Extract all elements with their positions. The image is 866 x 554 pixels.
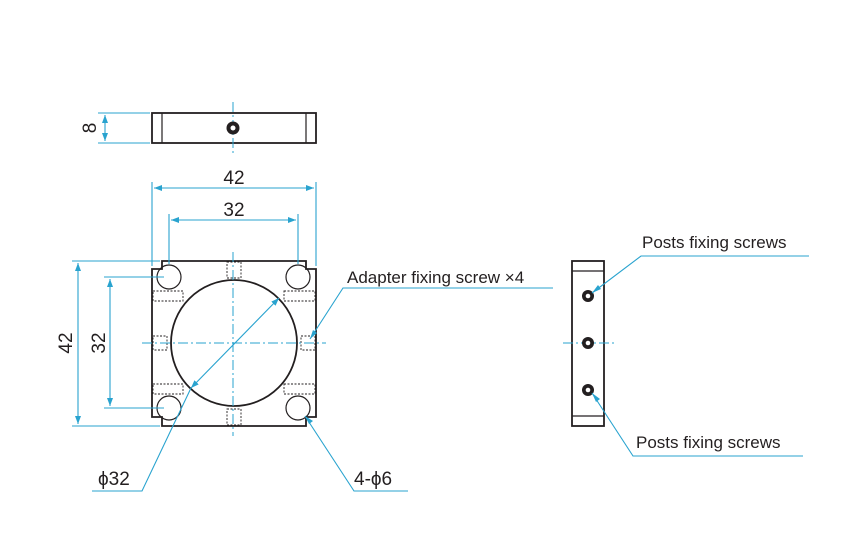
hidden-screw-bores bbox=[152, 261, 316, 426]
adapter-screw-leader bbox=[309, 287, 553, 340]
front-view: 42 32 42 32 ϕ32 4-ϕ6 Adapter fixing scre… bbox=[56, 168, 553, 492]
posts-screws-bottom-leader bbox=[591, 392, 803, 457]
width-dimension-label: 42 bbox=[223, 168, 244, 189]
hole-pitch-x-dimension-label: 32 bbox=[223, 200, 244, 221]
side-view: Posts fixing screws Posts fixing screws bbox=[563, 233, 809, 457]
top-view-screw bbox=[226, 121, 240, 135]
adapter-screw-label: Adapter fixing screw ×4 bbox=[347, 268, 524, 287]
mounting-holes-leader bbox=[304, 415, 408, 492]
mounting-hole-tr bbox=[285, 264, 311, 290]
posts-screws-top-leader bbox=[591, 255, 809, 294]
top-view: 8 bbox=[80, 102, 317, 154]
thickness-dimension-label: 8 bbox=[80, 123, 101, 134]
posts-screws-top-label: Posts fixing screws bbox=[642, 233, 787, 252]
bore-diameter-line bbox=[190, 297, 280, 389]
height-dimension-label: 42 bbox=[56, 332, 77, 353]
bore-diameter-leader bbox=[92, 387, 192, 492]
mounting-holes-label: 4-ϕ6 bbox=[354, 469, 392, 490]
side-view-screw-middle bbox=[582, 337, 594, 349]
mounting-hole-br bbox=[285, 395, 311, 421]
bore-diameter-label: ϕ32 bbox=[98, 469, 130, 490]
hole-pitch-y-dimension-label: 32 bbox=[89, 332, 110, 353]
side-view-screw-top bbox=[582, 290, 594, 302]
posts-screws-bottom-label: Posts fixing screws bbox=[636, 433, 781, 452]
side-view-screw-bottom bbox=[582, 384, 594, 396]
